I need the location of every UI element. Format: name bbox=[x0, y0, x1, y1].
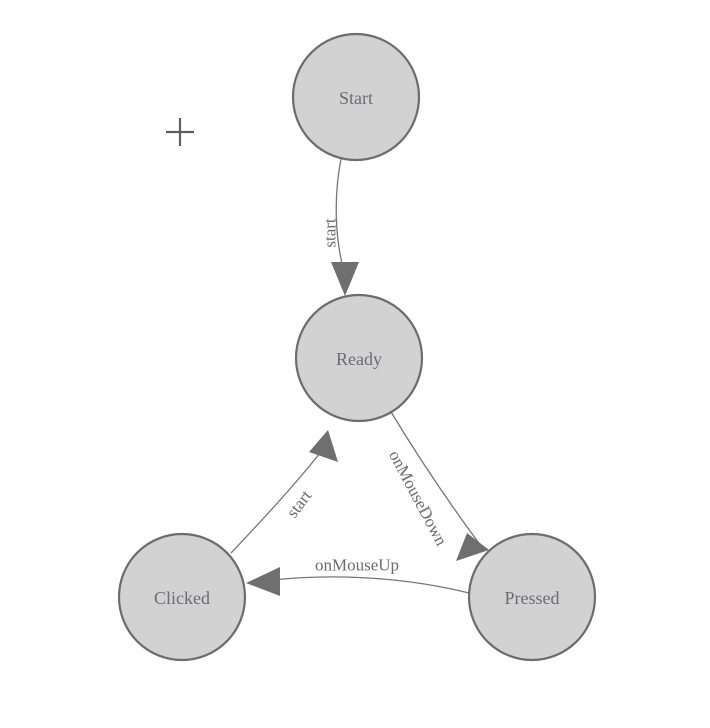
edge-pressed-to-clicked[interactable] bbox=[246, 567, 470, 596]
node-start-label: Start bbox=[339, 88, 373, 108]
node-ready-circle bbox=[294, 293, 424, 423]
arrowhead-start-to-ready bbox=[331, 262, 359, 296]
edge-start-to-ready[interactable] bbox=[331, 158, 359, 296]
node-start[interactable]: Start bbox=[291, 32, 421, 162]
edge-clicked-to-ready[interactable] bbox=[230, 430, 338, 554]
edge-label-pressed-to-clicked: onMouseUp bbox=[315, 556, 399, 575]
edge-label-start-to-ready: start bbox=[321, 218, 340, 248]
node-pressed-label: Pressed bbox=[505, 588, 560, 608]
crosshair-icon[interactable] bbox=[166, 118, 194, 146]
edge-ready-to-pressed[interactable] bbox=[390, 411, 489, 561]
edge-label-ready-to-pressed: onMouseDown bbox=[385, 447, 451, 549]
arrowhead-clicked-to-ready bbox=[309, 430, 338, 462]
edge-path-start-to-ready bbox=[335, 158, 344, 269]
node-pressed-circle bbox=[467, 532, 597, 662]
node-clicked-circle bbox=[117, 532, 247, 662]
node-pressed[interactable]: Pressed bbox=[467, 532, 597, 662]
node-ready[interactable]: Ready bbox=[294, 293, 424, 423]
node-start-circle bbox=[291, 32, 421, 162]
node-clicked[interactable]: Clicked bbox=[117, 532, 247, 662]
node-ready-label: Ready bbox=[336, 349, 382, 369]
arrowhead-pressed-to-clicked bbox=[246, 567, 280, 596]
edge-path-ready-to-pressed bbox=[390, 411, 482, 547]
node-clicked-label: Clicked bbox=[154, 588, 210, 608]
edge-path-pressed-to-clicked bbox=[272, 576, 470, 594]
arrowhead-ready-to-pressed bbox=[456, 533, 489, 561]
